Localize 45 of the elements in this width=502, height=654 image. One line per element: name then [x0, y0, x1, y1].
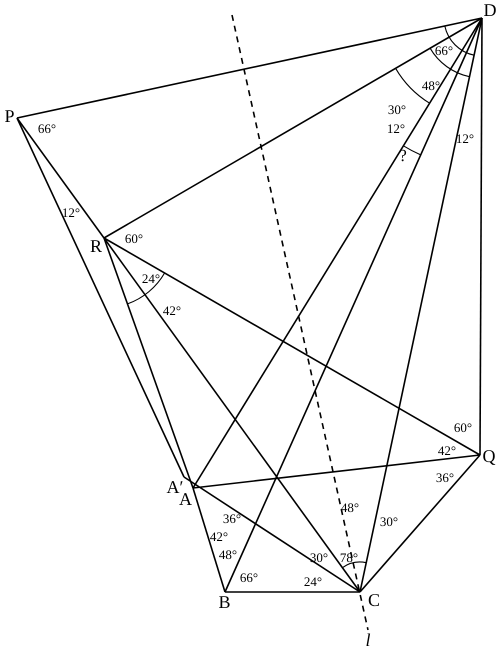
angle-label: 60°: [454, 421, 472, 435]
angle-label: 12°: [456, 132, 474, 146]
line-segment: [359, 18, 483, 592]
angle-label: 36°: [222, 512, 242, 526]
line-segment: [479, 18, 483, 455]
angle-label: 30°: [310, 551, 328, 565]
angle-label: 36°: [436, 471, 454, 485]
line-segment: [103, 238, 194, 488]
point-label: B: [216, 592, 233, 612]
angle-label: 48°: [340, 501, 360, 515]
line-segment: [184, 476, 360, 593]
point-label: Q: [480, 446, 498, 466]
line-label: l: [362, 630, 374, 650]
point-label: P: [2, 106, 17, 126]
line-segment: [224, 18, 483, 592]
line-segment: [192, 488, 226, 592]
angle-label: 24°: [142, 272, 160, 286]
line-segment: [103, 238, 361, 592]
point-label: R: [88, 236, 104, 256]
angle-label: 48°: [422, 79, 440, 93]
line-segment: [225, 591, 360, 593]
line-segment: [104, 237, 480, 456]
line-segment: [16, 118, 105, 238]
point-label: D: [482, 0, 498, 20]
angle-label: 42°: [210, 530, 228, 544]
angle-label: 60°: [124, 232, 144, 246]
line-segment: [192, 18, 483, 488]
angle-label: 30°: [380, 515, 398, 529]
angle-label: 42°: [162, 304, 182, 318]
angle-label: 42°: [438, 444, 456, 458]
line-segment: [16, 118, 185, 478]
angle-label: 48°: [218, 548, 238, 562]
line-segment: [192, 454, 480, 489]
line-segment: [104, 17, 482, 239]
angle-label: 12°: [62, 206, 80, 220]
dashed-line: [231, 14, 369, 630]
angle-label: 66°: [240, 571, 258, 585]
line-segment: [16, 17, 482, 119]
angle-label: 12°: [386, 122, 406, 136]
angle-label: 66°: [434, 44, 454, 58]
angle-label: 66°: [38, 122, 56, 136]
point-label: C: [360, 590, 380, 610]
line-segment: [359, 454, 481, 593]
angle-label: 30°: [388, 103, 406, 117]
angle-label: 24°: [304, 575, 322, 589]
